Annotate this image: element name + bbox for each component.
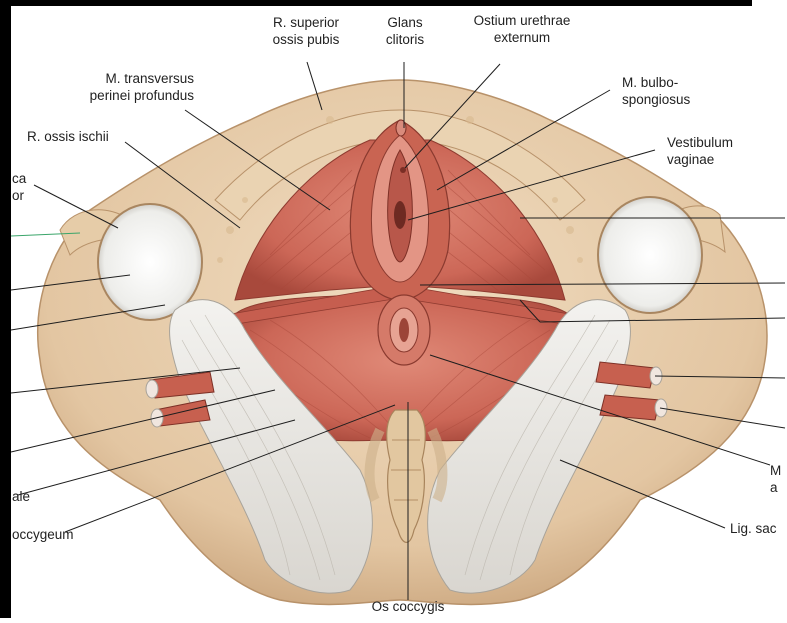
label-os-coccygis: Os coccygis [360,598,456,615]
label-r-ossis-ischii: R. ossis ischii [27,128,109,145]
image-border-left [0,0,11,618]
label-m-transversus-perinei-profundus: M. transversus perinei profundus [48,70,194,104]
label-left-cut-ale: ale [12,488,30,505]
label-left-cut-top: ca or [12,170,26,204]
label-vestibulum-vaginae: Vestibulum vaginae [667,134,733,168]
label-m-bulbospongiosus: M. bulbo- spongiosus [622,74,690,108]
label-right-cut-m: M a [770,462,781,496]
label-glans-clitoris: Glans clitoris [372,14,438,48]
obturator-foramen-right [598,197,702,313]
image-border-top [0,0,752,6]
label-lig-sac: Lig. sac [730,520,777,537]
label-r-superior-ossis-pubis: R. superior ossis pubis [258,14,354,48]
label-ostium-urethrae-externum: Ostium urethrae externum [462,12,582,46]
label-left-cut-coccygeum: occygeum [12,526,74,543]
